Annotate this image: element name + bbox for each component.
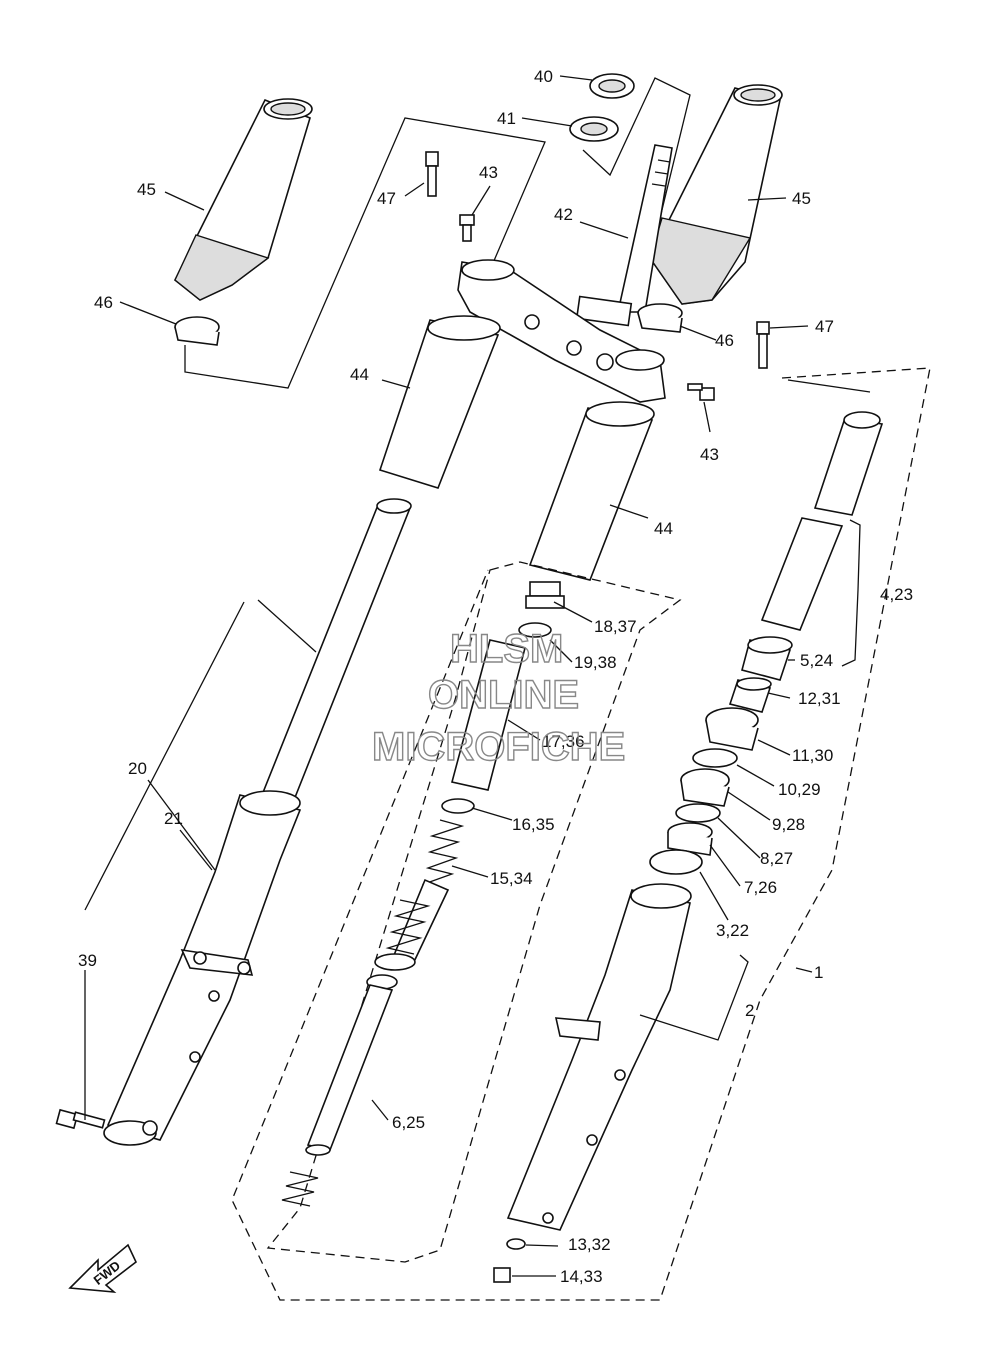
callout-18-37: 18,37 <box>594 617 637 636</box>
callout-14-33: 14,33 <box>560 1267 603 1286</box>
inner-tube-4 <box>760 411 884 631</box>
spacer-17 <box>451 639 526 791</box>
washer-16 <box>441 798 475 814</box>
callout-45-left: 45 <box>137 180 156 199</box>
bolt-43-top <box>459 214 475 242</box>
steering-stem-42 <box>575 144 673 327</box>
dashed-frame-internals <box>266 561 682 1263</box>
bushing-7 <box>667 822 713 856</box>
outer-tube-2 <box>506 883 692 1231</box>
bushing-5 <box>741 636 793 681</box>
watermark-line1: HLSM <box>450 627 563 671</box>
callout-44-left: 44 <box>350 365 369 384</box>
callout-16-35: 16,35 <box>512 815 555 834</box>
bolt-14 <box>493 1267 511 1283</box>
callout-3-22: 3,22 <box>716 921 749 940</box>
callout-labels: 40 41 42 43 43 44 44 45 45 46 46 47 47 1… <box>78 67 913 1286</box>
callout-7-26: 7,26 <box>744 878 777 897</box>
rebound-spring <box>281 1171 319 1207</box>
upper-bracket <box>457 259 666 403</box>
watermark: HLSM ONLINE MICROFICHE <box>371 626 626 769</box>
leader-frame-left-cover <box>184 117 546 389</box>
piston-ring-damper <box>366 953 416 990</box>
callout-44-right: 44 <box>654 519 673 538</box>
callout-40: 40 <box>534 67 553 86</box>
callout-41: 41 <box>497 109 516 128</box>
callout-1: 1 <box>814 963 823 982</box>
callout-20: 20 <box>128 759 147 778</box>
bolt-39 <box>55 1108 106 1130</box>
callout-47-left: 47 <box>377 189 396 208</box>
seal-9 <box>680 768 730 807</box>
callout-21: 21 <box>164 809 183 828</box>
bolt-43-right <box>687 383 715 401</box>
callout-43-top: 43 <box>479 163 498 182</box>
callout-5-24: 5,24 <box>800 651 833 670</box>
dashed-frame-right-fork <box>231 367 931 1301</box>
callout-9-28: 9,28 <box>772 815 805 834</box>
watermark-line2: ONLINE <box>428 673 579 717</box>
callout-13-32: 13,32 <box>568 1235 611 1254</box>
callout-8-27: 8,27 <box>760 849 793 868</box>
fwd-arrow: FWD <box>68 1243 137 1294</box>
callout-6-25: 6,25 <box>392 1113 425 1132</box>
fork-cover-tube-44-left <box>378 315 501 489</box>
callout-43-right: 43 <box>700 445 719 464</box>
steering-bearing-40 <box>589 73 635 99</box>
fork-cover-tube-44-right <box>528 401 655 581</box>
o-ring-19 <box>518 622 552 638</box>
callout-45-right: 45 <box>792 189 811 208</box>
leader-bracket-4 <box>787 379 871 667</box>
fork-cover-right <box>649 84 783 305</box>
oil-seal-46-left <box>174 316 220 346</box>
callout-46-left: 46 <box>94 293 113 312</box>
callout-2: 2 <box>745 1001 754 1020</box>
callout-11-30: 11,30 <box>792 746 833 765</box>
seal-3 <box>649 849 703 875</box>
callout-4-23: 4,23 <box>880 585 913 604</box>
seal-11 <box>705 707 759 751</box>
callout-42: 42 <box>554 205 573 224</box>
clip-10 <box>692 748 738 768</box>
leader-frame-stem <box>582 77 691 301</box>
watermark-line3: MICROFICHE <box>372 725 625 769</box>
callout-46-right: 46 <box>715 331 734 350</box>
oil-seal-46-right <box>637 303 683 333</box>
fork-cover-left <box>173 98 313 301</box>
washer-8 <box>675 803 721 823</box>
callout-12-31: 12,31 <box>798 689 841 708</box>
callout-39: 39 <box>78 951 97 970</box>
callout-17-36: 17,36 <box>542 732 585 751</box>
damper-rod-6 <box>305 984 394 1156</box>
callout-19-38: 19,38 <box>574 653 617 672</box>
cap-bolt-18 <box>525 581 565 609</box>
washer-13 <box>506 1238 526 1250</box>
callout-15-34: 15,34 <box>490 869 533 888</box>
callout-47-right: 47 <box>815 317 834 336</box>
bolt-47-left <box>425 151 439 197</box>
steering-seal-41 <box>569 116 619 142</box>
callout-10-29: 10,29 <box>778 780 821 799</box>
left-fork-outer-tube <box>103 790 302 1146</box>
bushing-12 <box>728 677 772 713</box>
bolt-47-right <box>756 321 770 369</box>
spring-15 <box>385 819 465 967</box>
leader-lines <box>84 75 813 1277</box>
leader-bracket-2 <box>639 954 749 1041</box>
